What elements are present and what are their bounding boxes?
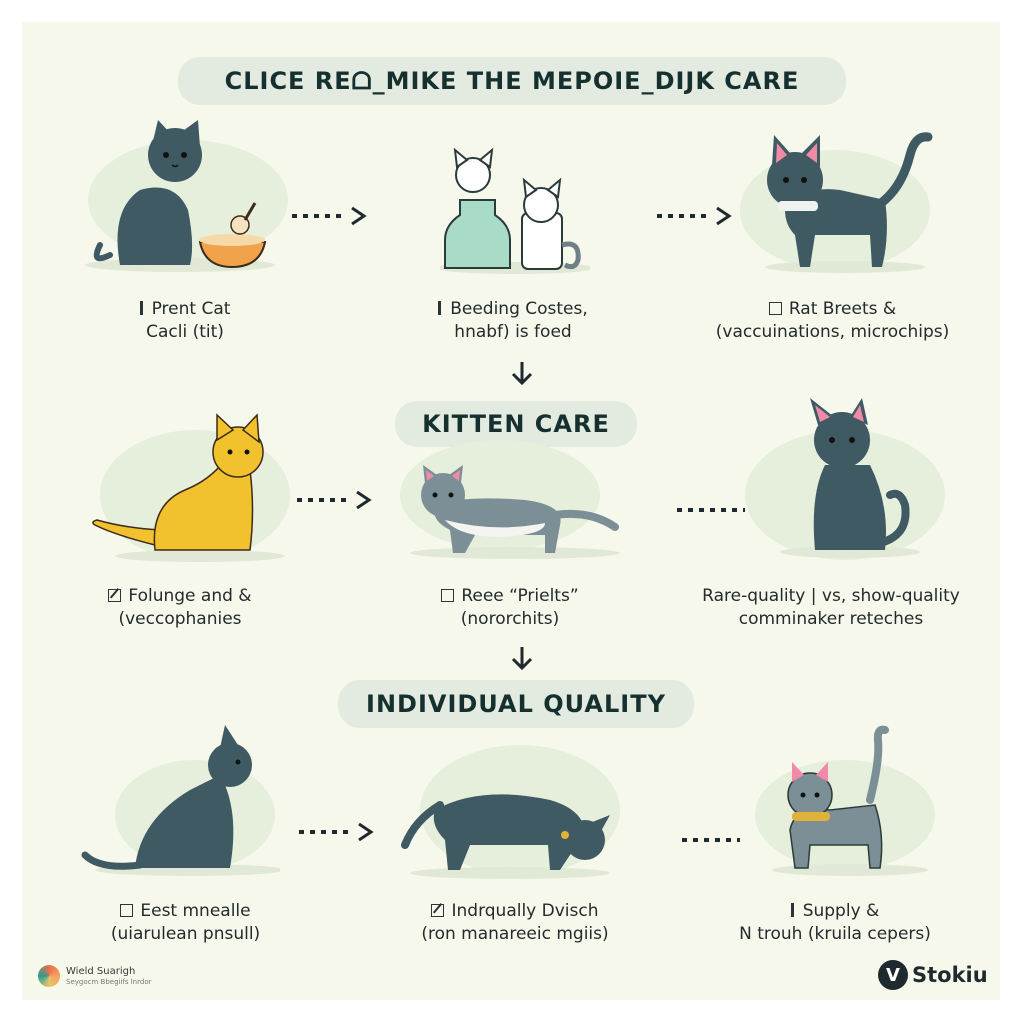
watermark-brand-name: Stokiu	[912, 963, 988, 987]
flow-arrow-down	[511, 647, 533, 671]
flow-arrow-right	[297, 490, 372, 510]
watermark-title: Wield Suarigh	[66, 965, 136, 977]
caption-quality-comparison: Rare-quality | vs, show-quality comminak…	[702, 586, 960, 629]
bullet-bar-icon	[790, 903, 794, 917]
checkbox-icon	[441, 589, 455, 602]
caption-neutering: Reee “Prielts” (nororchits)	[415, 585, 605, 631]
flow-arrow-right	[299, 822, 374, 842]
checked-box-icon	[108, 589, 122, 602]
caption-meal: Eest mnealle (uiarulean pnsull)	[110, 901, 261, 944]
walking-gray-cat-illustration	[410, 465, 620, 559]
caption-cat-care: Prent Cat Cacli (tit)	[95, 298, 275, 344]
caption-vaccinations: Rat Breets & (vaccuinations, microchips)	[715, 299, 950, 342]
brand-logo-icon	[38, 965, 60, 987]
watermark-left: Wield Suarigh Seygocm Bbegiifs lnrdor	[38, 965, 151, 987]
caption-feeding-costs: Beeding Costes, hnabf) is foed	[408, 298, 618, 344]
sitting-dark-cat-illustration	[780, 398, 920, 558]
yellow-cat-illustration	[92, 413, 285, 562]
caption-vaccine: Folunge and & (veccophanies	[80, 585, 280, 631]
flow-dots	[682, 838, 740, 842]
sniffing-dark-cat-illustration	[401, 794, 610, 879]
section-kitten-care-heading: KITTEN CARE	[395, 401, 637, 447]
slender-cat-illustration	[81, 725, 280, 876]
watermark-right: V Stokiu	[878, 960, 988, 990]
flow-arrow-right	[292, 206, 367, 226]
section-individual-quality-heading: INDIVIDUAL QUALITY	[338, 680, 694, 728]
flow-dots	[677, 508, 745, 512]
watermark-subtitle: Seygocm Bbegiifs lnrdor	[66, 977, 152, 986]
gray-cat-with-yellow-collar-illustration	[772, 725, 928, 876]
checked-box-icon	[431, 904, 445, 917]
page-title: CLICE REᗝ_MIKE THE MEPOIE_DIJK CARE	[178, 57, 846, 105]
cat-with-food-bowl-illustration	[85, 120, 275, 272]
gray-cat-with-collar-illustration	[765, 132, 933, 273]
brand-v-icon: V	[878, 960, 908, 990]
caption-individual: Indrqually Dvisch (ron manareeic mgiis)	[421, 901, 609, 944]
bullet-bar-icon	[438, 301, 442, 315]
checkbox-icon	[120, 904, 134, 917]
checkbox-icon	[768, 302, 782, 315]
caption-supply: Supply & N trouh (kruila cepers)	[739, 901, 931, 944]
bullet-bar-icon	[139, 301, 143, 315]
flow-arrow-down	[511, 362, 533, 386]
kittens-and-bottle-illustration	[440, 147, 590, 274]
flow-arrow-right	[657, 206, 732, 226]
